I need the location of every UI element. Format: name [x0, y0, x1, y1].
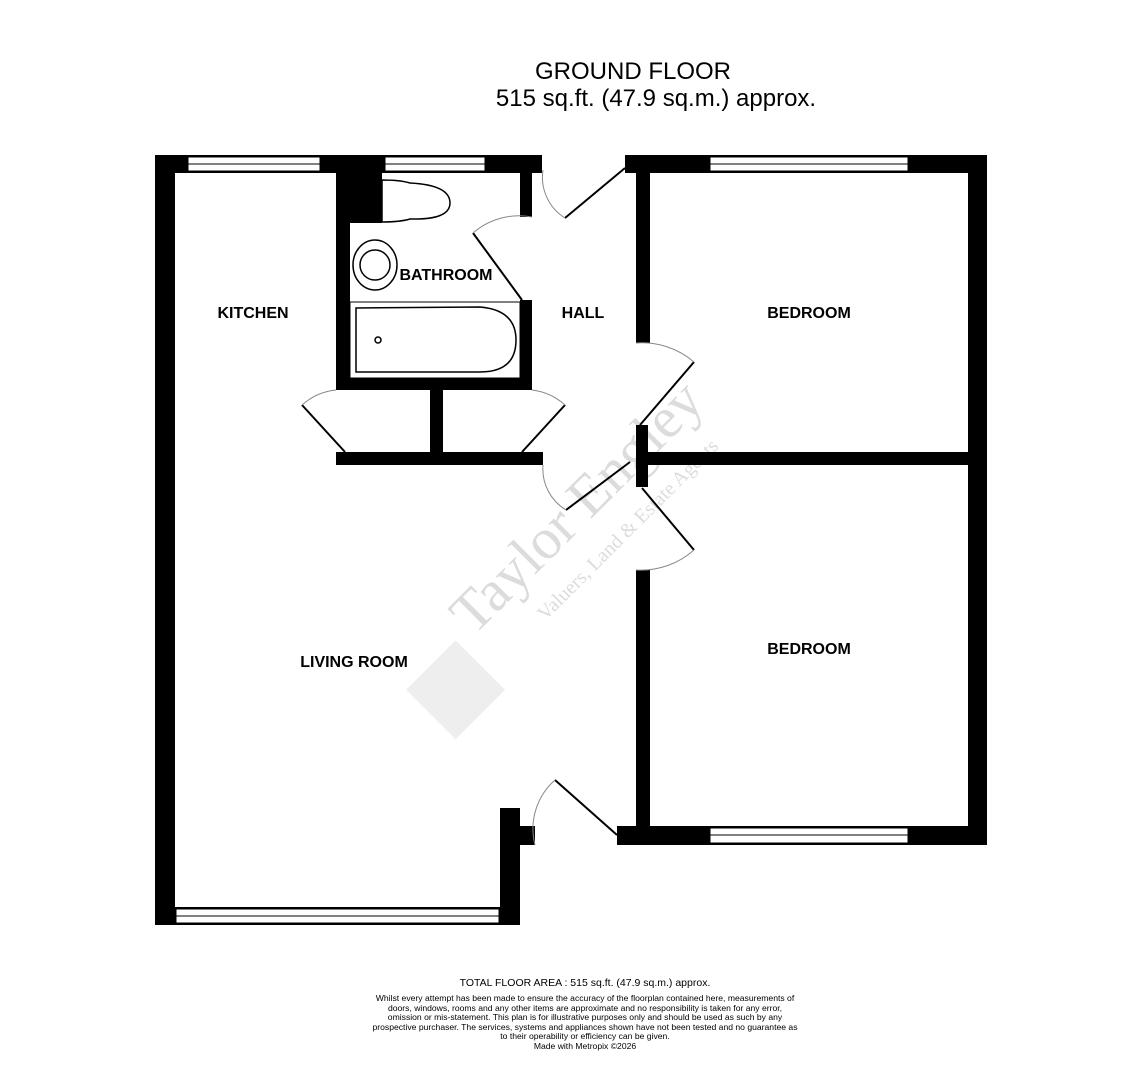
door-swing [635, 342, 695, 363]
door-swing [541, 169, 566, 219]
wall [336, 378, 532, 390]
room-label-bedroom-1: BEDROOM [767, 305, 851, 322]
fixtures [349, 179, 521, 379]
bath-icon [355, 306, 517, 373]
bath-plug [374, 336, 382, 344]
wall [350, 173, 382, 223]
wall [968, 155, 987, 845]
wall [636, 155, 650, 343]
room-label-living-room: LIVING ROOM [300, 654, 408, 671]
total-floor-area: TOTAL FLOOR AREA : 515 sq.ft. (47.9 sq.m… [459, 977, 711, 989]
wall [430, 390, 443, 460]
room-label-hall: HALL [562, 305, 605, 322]
wall [155, 155, 175, 925]
door-swing [532, 779, 556, 846]
watermark-brand: Taylor Engley [437, 367, 716, 646]
room-label-bedroom-2: BEDROOM [767, 641, 851, 658]
door-leaf [641, 487, 695, 551]
windows [175, 156, 909, 924]
door-swing [301, 389, 337, 406]
doors [301, 167, 695, 846]
wall [520, 173, 532, 217]
wall [636, 452, 987, 465]
door-leaf [564, 167, 626, 219]
door-swing [531, 389, 566, 406]
room-label-bathroom: BATHROOM [399, 267, 492, 284]
door-leaf [521, 404, 566, 453]
wall [336, 155, 350, 390]
disclaimer-text: Whilst every attempt has been made to en… [372, 993, 798, 1042]
toilet-icon [381, 179, 451, 223]
wall [336, 452, 543, 465]
floor-area: 515 sq.ft. (47.9 sq.m.) approx. [495, 85, 817, 112]
door-leaf [565, 461, 631, 511]
door-swing [635, 549, 695, 571]
room-label-kitchen: KITCHEN [217, 305, 288, 322]
door-leaf [554, 779, 618, 836]
door-leaf [639, 361, 695, 426]
door-leaf [472, 232, 523, 301]
floor-title: GROUND FLOOR [534, 58, 731, 85]
wall [520, 300, 532, 390]
wall [636, 570, 650, 845]
disclaimer: Whilst every attempt has been made to en… [370, 993, 800, 1052]
door-swing [472, 215, 533, 234]
wall [518, 826, 535, 845]
sink-bowl [359, 249, 391, 281]
wall [500, 808, 520, 925]
door-swing [542, 464, 567, 511]
watermark-emblem [406, 640, 506, 740]
credit: Made with Metropix ©2026 [533, 1040, 637, 1051]
door-leaf [301, 404, 346, 453]
